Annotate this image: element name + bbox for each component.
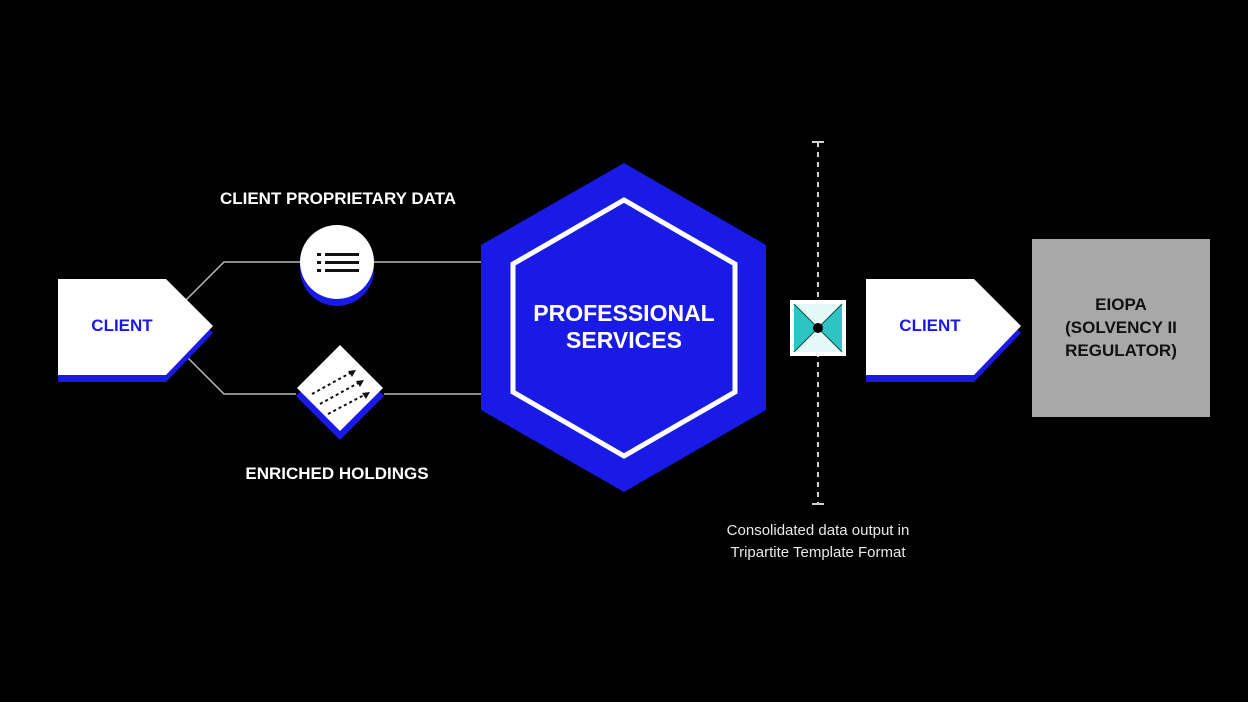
connector-client-to-holdings [185,355,296,395]
output-caption-line2: Tripartite Template Format [730,544,906,561]
output-caption-line1: Consolidated data output in [726,522,910,539]
arrows-icon [296,345,384,440]
regulator-line2: (SOLVENCY II [1065,318,1177,337]
professional-services-hub [481,163,766,492]
client-right-shape [866,279,1021,382]
regulator-line1: EIOPA [1095,295,1147,314]
enriched-holdings-label: ENRICHED HOLDINGS [245,464,429,483]
proprietary-data-label: CLIENT PROPRIETARY DATA [219,189,457,208]
hub-title-line2: SERVICES [566,327,682,353]
hub-title: PROFESSIONAL SERVICES [505,300,743,354]
envelope-icon [790,300,846,356]
output-caption: Consolidated data output in Tripartite T… [688,520,948,564]
connectors [185,261,488,395]
hub-title-line1: PROFESSIONAL [533,300,715,326]
connector-client-to-proprietary [185,261,300,301]
client-left-shape [58,279,213,382]
list-icon [300,225,374,306]
client-left-label: CLIENT [91,316,153,335]
regulator-title: EIOPA (SOLVENCY II REGULATOR) [1032,293,1210,362]
regulator-line3: REGULATOR) [1065,341,1177,360]
client-right-label: CLIENT [899,316,961,335]
regulator-box [1032,239,1210,417]
